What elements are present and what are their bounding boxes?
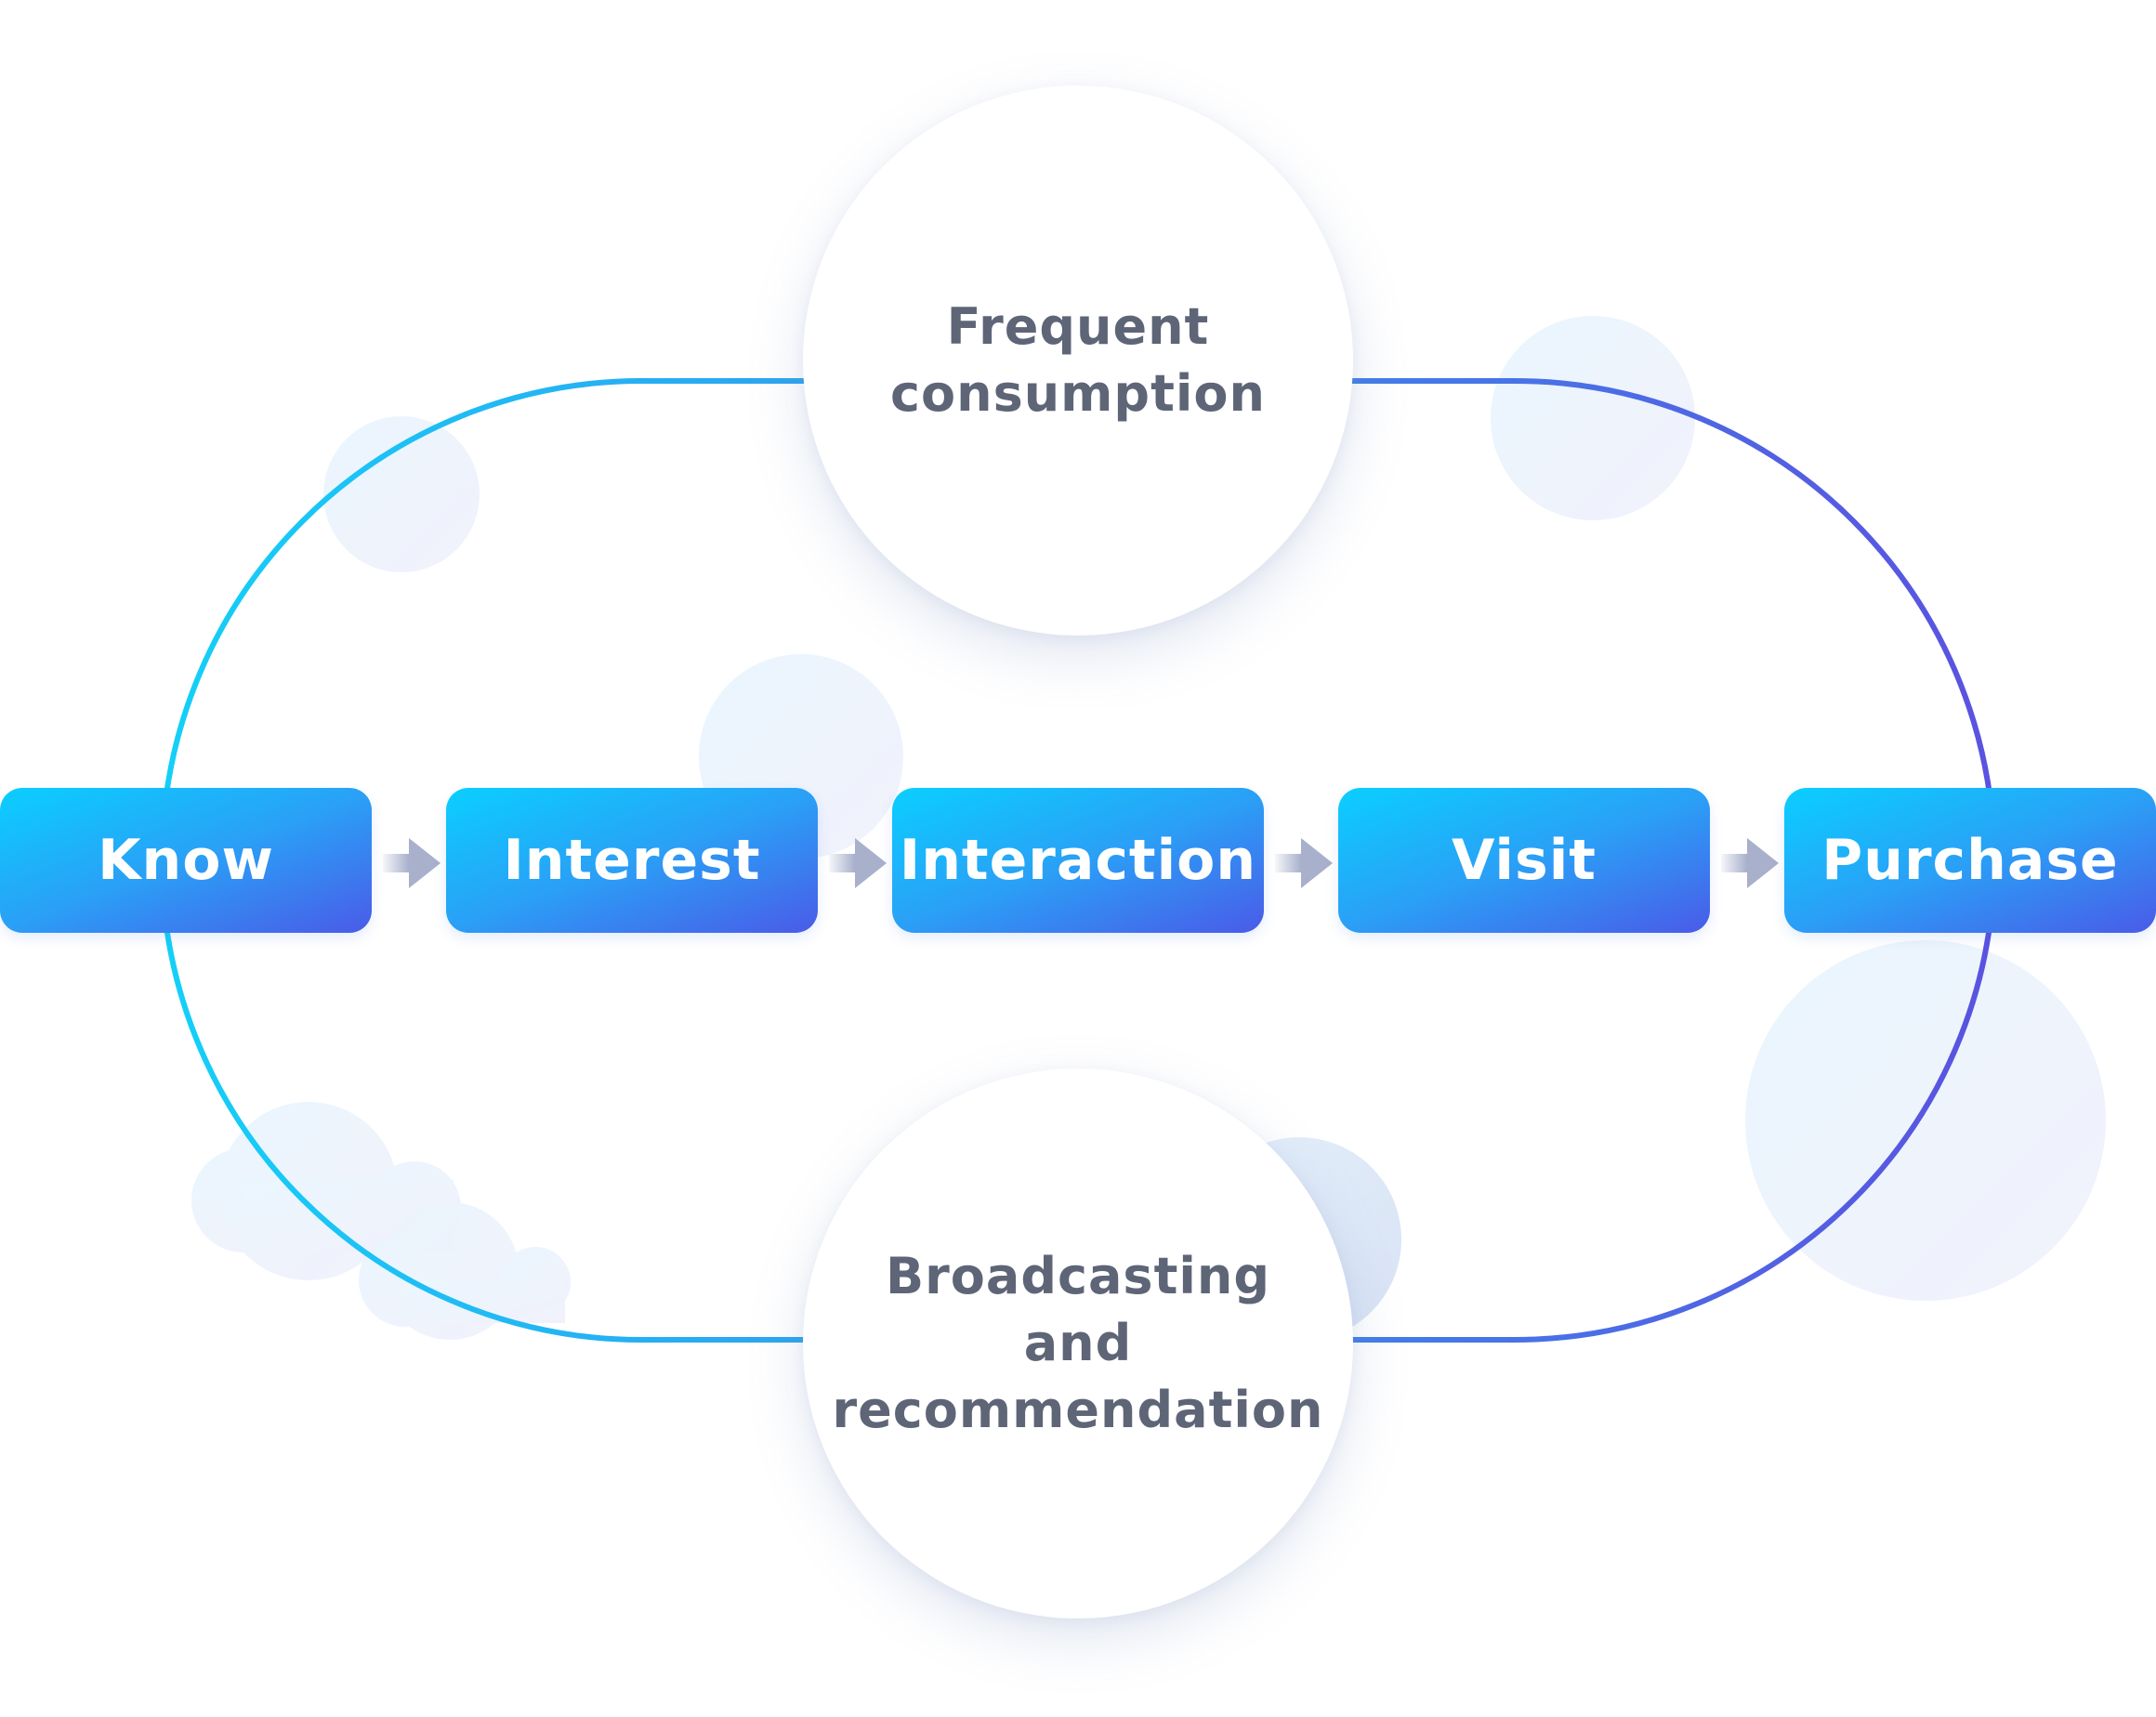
top-bubble: Frequent consumption bbox=[803, 85, 1353, 636]
arrow-1 bbox=[383, 838, 440, 888]
bottom-bubble-line-2: and bbox=[1023, 1314, 1133, 1372]
step-visit-label: Visit bbox=[1452, 828, 1597, 893]
top-bubble-text: Frequent consumption bbox=[890, 294, 1266, 427]
arrow-3 bbox=[1275, 838, 1333, 888]
step-interest-label: Interest bbox=[503, 828, 761, 893]
step-purchase-label: Purchase bbox=[1821, 828, 2119, 893]
cloud-decoration-1 bbox=[191, 1102, 461, 1280]
bottom-bubble-line-3: recommendation bbox=[832, 1381, 1324, 1439]
decor-circle-2 bbox=[1491, 316, 1695, 520]
bottom-bubble: Broadcasting and recommendation bbox=[803, 1068, 1353, 1619]
step-purchase: Purchase bbox=[1784, 788, 2156, 933]
top-bubble-line-1: Frequent bbox=[946, 297, 1210, 356]
bottom-bubble-text: Broadcasting and recommendation bbox=[833, 1243, 1324, 1444]
step-interaction-label: Interaction bbox=[899, 828, 1257, 893]
arrow-4 bbox=[1721, 838, 1779, 888]
arrow-2 bbox=[829, 838, 887, 888]
step-know-label: Know bbox=[98, 828, 274, 893]
decor-circle-4 bbox=[1745, 940, 2106, 1301]
top-bubble-line-2: consumption bbox=[890, 364, 1266, 423]
bottom-bubble-line-1: Broadcasting bbox=[886, 1247, 1270, 1305]
step-know: Know bbox=[0, 788, 372, 933]
decor-circle-1 bbox=[323, 416, 480, 572]
loop-path bbox=[159, 378, 1997, 1343]
step-visit: Visit bbox=[1338, 788, 1710, 933]
step-interaction: Interaction bbox=[892, 788, 1264, 933]
step-interest: Interest bbox=[446, 788, 818, 933]
